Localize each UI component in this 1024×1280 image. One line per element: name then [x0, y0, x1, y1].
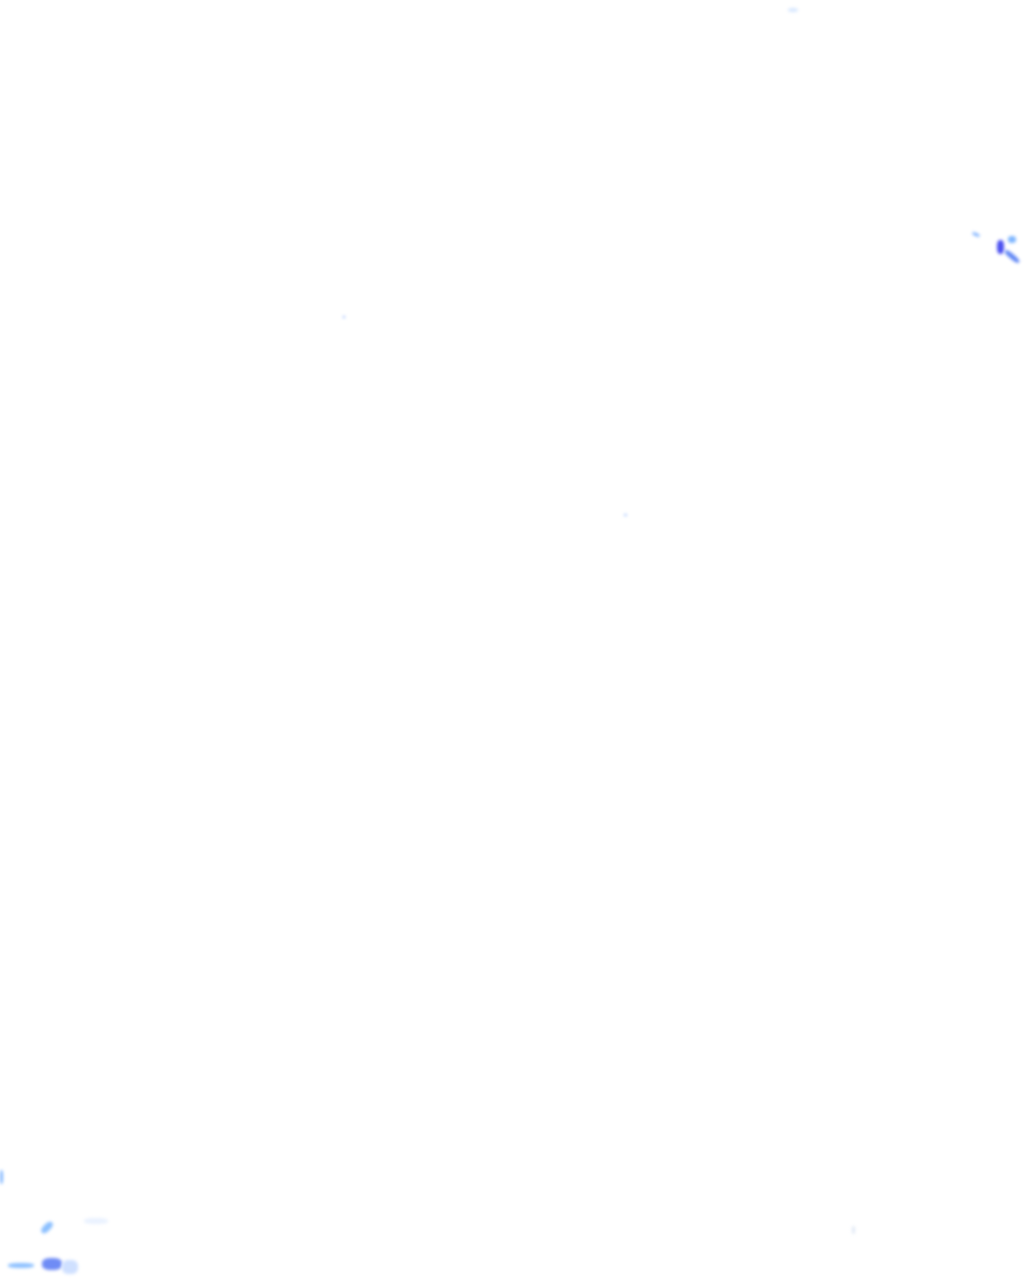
blue-speck [1008, 236, 1016, 243]
blue-speck [62, 1260, 78, 1274]
blue-speck [624, 514, 627, 516]
blue-speck [997, 240, 1004, 254]
blue-speck [42, 1258, 62, 1270]
blue-speck [84, 1218, 108, 1224]
blue-speck [788, 8, 798, 12]
blue-speck [971, 231, 981, 238]
blue-speck [1003, 248, 1021, 265]
blue-speck [343, 316, 345, 318]
blue-speck [852, 1226, 855, 1234]
blue-speck [39, 1220, 55, 1235]
blue-speck [8, 1263, 34, 1268]
blue-speck [0, 1170, 3, 1184]
